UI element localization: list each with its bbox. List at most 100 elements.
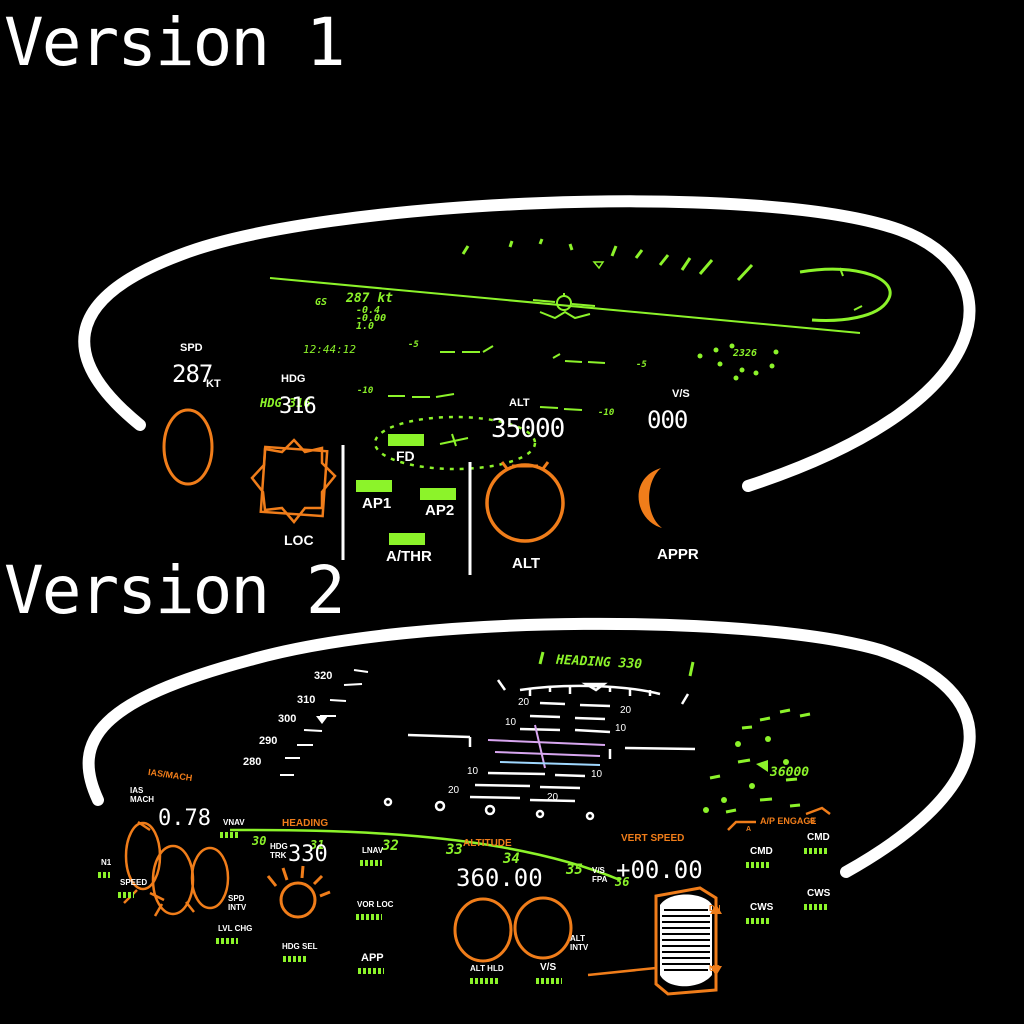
v1-readout-2: -0.00 <box>356 313 387 324</box>
v1-hdg-knob <box>250 438 337 524</box>
version-1-title: Version 1 <box>4 4 346 81</box>
v1-ap1-indicator <box>356 480 392 492</box>
v1-hdg-label: HDG <box>281 373 306 385</box>
v1-athr-button[interactable]: A/THR <box>386 548 432 565</box>
v2-vor-loc-button[interactable]: VOR LOC <box>357 900 394 909</box>
v2-pitch-up-20-right: 20 <box>620 705 632 716</box>
v1-hdg-value: 316 <box>279 394 317 419</box>
v2-speed-indicator <box>118 892 134 898</box>
v1-pitch-label-2: -5 <box>636 360 647 370</box>
v2-pitch-dn-20-left: 20 <box>448 785 460 796</box>
v1-pitch-label-3: -10 <box>357 386 374 396</box>
v1-appr-button[interactable]: APPR <box>657 546 699 563</box>
v2-speed-tape-300: 300 <box>278 713 297 725</box>
v2-vs-wheel <box>587 886 722 996</box>
v2-altitude-tape <box>703 708 811 814</box>
v2-altitude-knob-1 <box>453 897 513 963</box>
v1-ap1-button[interactable]: AP1 <box>362 495 392 512</box>
v2-compass-36: 36 <box>615 875 630 889</box>
v2-spd-intv-button[interactable]: SPD INTV <box>228 894 247 912</box>
v2-cmd-b-button[interactable]: CMD <box>807 832 830 843</box>
v2-speed-tape-310: 310 <box>297 694 316 706</box>
v2-up-label: UP <box>709 964 721 973</box>
v1-heading-pointer <box>592 261 605 270</box>
v2-ap-engage-label: A/P ENGAGE <box>760 816 817 826</box>
v2-speed-button[interactable]: SPEED <box>120 878 148 887</box>
version-2-title: Version 2 <box>4 552 346 629</box>
v1-aircraft-symbol <box>532 293 596 320</box>
v1-ap2-button[interactable]: AP2 <box>425 502 455 519</box>
v2-bottom-dots <box>383 797 595 821</box>
v2-flight-path <box>487 724 606 769</box>
v2-heading-label: HEADING <box>282 818 329 829</box>
v2-lnav-button[interactable]: LNAV <box>362 846 384 855</box>
v2-heading-brackets <box>538 651 695 677</box>
v2-alt-intv-button[interactable]: ALT INTV <box>570 934 589 952</box>
v1-pitch-label-1: -5 <box>408 340 419 350</box>
v1-alt-button[interactable]: ALT <box>512 555 541 572</box>
v1-attitude-arc <box>799 267 892 322</box>
v2-speed-pointer <box>316 716 328 724</box>
v2-n1-label: N1 <box>101 858 112 867</box>
v2-alt-hld-button[interactable]: ALT HLD <box>470 964 504 973</box>
v2-pitch-blue <box>499 761 601 766</box>
v2-frame-arc <box>82 617 976 878</box>
v2-compass-35: 35 <box>566 862 583 878</box>
v2-pitch-dn-10-left: 10 <box>467 766 479 777</box>
v2-vs-button[interactable]: V/S <box>540 962 557 973</box>
v2-vor-loc-indicator <box>356 914 382 920</box>
v1-alt-value: 35000 <box>491 414 565 444</box>
v2-compass-34: 34 <box>503 851 520 867</box>
v2-altitude-value: 360.00 <box>456 864 543 892</box>
v2-hdg-sel-indicator <box>283 956 307 962</box>
v2-pitch-up-10-right: 10 <box>615 723 627 734</box>
v2-heading-knob <box>266 865 331 919</box>
v2-vs-indicator <box>536 978 562 984</box>
v1-ap2-indicator <box>420 488 456 500</box>
v2-altitude-readout: 36000 <box>770 765 810 780</box>
v2-vnav-indicator <box>220 832 240 838</box>
v2-lvl-chg-indicator <box>216 938 238 944</box>
v1-spd-knob <box>162 408 214 486</box>
v1-spd-label: SPD <box>180 342 203 354</box>
v2-compass-33: 33 <box>446 842 463 858</box>
v1-loc-button[interactable]: LOC <box>284 532 314 548</box>
v1-horizon-line <box>269 277 861 334</box>
v2-speed-tape-280: 280 <box>243 756 262 768</box>
v1-heading-ticks <box>461 238 754 282</box>
v2-cmd-a-button[interactable]: CMD <box>750 846 773 857</box>
v1-fd-indicator <box>388 434 424 446</box>
v2-cws-a-button[interactable]: CWS <box>750 902 774 913</box>
v2-cws-b-indicator <box>804 904 828 910</box>
v2-pitch-up-20-left: 20 <box>518 697 530 708</box>
v1-pitch-dashes <box>388 345 606 411</box>
v2-dn-label: DN <box>709 904 721 913</box>
v2-lnav-indicator <box>360 860 382 866</box>
v2-app-indicator <box>358 968 384 974</box>
v1-altitude-dots <box>697 343 779 381</box>
v2-compass-arc <box>229 828 621 882</box>
v1-readout-1: -0.4 <box>356 305 381 316</box>
v2-cws-b-button[interactable]: CWS <box>807 888 831 899</box>
v1-gs-label: GS <box>315 297 328 308</box>
v2-altitude-knob-2 <box>513 896 573 960</box>
v2-speed-knobs <box>123 820 230 917</box>
v2-ias-small-label: IAS MACH <box>130 786 154 804</box>
v2-heading-scale <box>496 679 690 705</box>
v2-cmd-a-indicator <box>746 862 770 868</box>
v2-lvl-chg-button[interactable]: LVL CHG <box>218 924 253 933</box>
v2-heading-value: 330 <box>288 842 328 867</box>
v2-app-button[interactable]: APP <box>361 952 384 964</box>
v2-n1-indicator <box>98 872 110 878</box>
v1-frame-arc <box>78 195 976 492</box>
v1-fd-button[interactable]: FD <box>396 448 415 464</box>
v1-vs-value: 000 <box>647 406 688 434</box>
v2-vnav-button[interactable]: VNAV <box>223 818 245 827</box>
v1-athr-indicator <box>389 533 425 545</box>
v2-hdg-trk-label: HDG TRK <box>270 842 288 860</box>
v2-hdg-sel-button[interactable]: HDG SEL <box>282 942 318 951</box>
v2-compass-31: 31 <box>310 838 325 852</box>
v2-alt-hld-indicator <box>470 978 498 984</box>
v2-vert-speed-label: VERT SPEED <box>621 833 685 844</box>
